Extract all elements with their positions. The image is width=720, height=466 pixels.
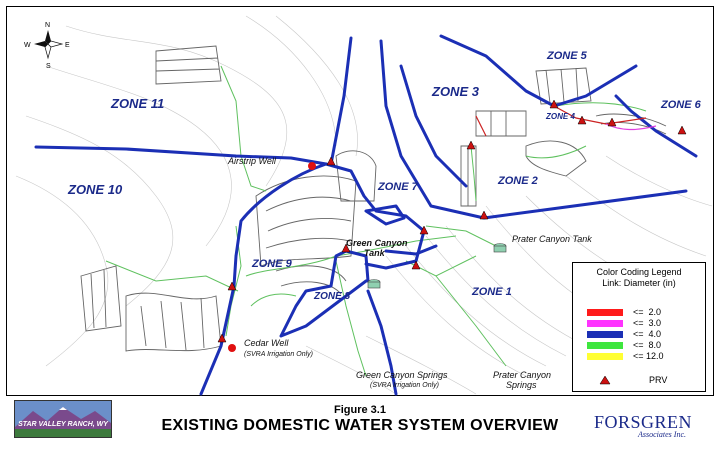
- airstrip-well-marker: [308, 162, 316, 170]
- prv-triangle: [326, 156, 336, 166]
- zone-label: ZONE 2: [497, 175, 538, 187]
- legend-subtitle: Link: Diameter (in): [602, 278, 676, 288]
- prater-canyon-springs-label: Springs: [506, 380, 537, 390]
- legend-swatch: [587, 342, 623, 349]
- legend-op: <=: [633, 340, 644, 350]
- color-coding-legend: Color Coding Legend Link: Diameter (in) …: [572, 262, 706, 392]
- mountain-logo-icon: [15, 401, 111, 437]
- company-subtitle: Associates Inc.: [638, 430, 686, 439]
- zone-label: ZONE 9: [251, 258, 293, 270]
- green-canyon-springs-label: Green Canyon Springs: [356, 370, 448, 380]
- prv-triangle: [466, 140, 476, 150]
- compass-w: W: [24, 42, 31, 49]
- legend-op: <=: [633, 307, 644, 317]
- zone-label: ZONE 5: [546, 50, 588, 62]
- prater-canyon-tank-icon: [493, 243, 507, 253]
- green-canyon-springs-note: (SVRA Irrigation Only): [370, 382, 439, 389]
- prv-markers: [217, 99, 687, 343]
- legend-op: <=: [633, 318, 644, 328]
- prv-triangle: [549, 99, 559, 109]
- zone-label: ZONE 4: [545, 112, 575, 121]
- legend-swatch: [587, 320, 623, 327]
- green-canyon-tank-label: Green Canyon: [346, 238, 408, 248]
- compass-n: N: [45, 22, 50, 29]
- green-canyon-tank-icon: [367, 279, 381, 289]
- legend-swatch: [587, 309, 623, 316]
- legend-value: 3.0: [648, 318, 662, 328]
- prv-triangle: [411, 260, 421, 270]
- legend-value: 2.0: [648, 307, 662, 317]
- legend-value: 12.0: [646, 351, 664, 361]
- prv-triangle: [677, 125, 687, 135]
- legend-prv-label: PRV: [649, 375, 668, 385]
- prater-canyon-tank-label: Prater Canyon Tank: [512, 234, 592, 244]
- company-name: FORSGREN: [594, 412, 693, 432]
- water-system-map: N S E W ZONE 11 ZONE 10 ZONE 3 ZONE 5 ZO…: [6, 6, 714, 396]
- compass-rose-icon: N S E W: [24, 22, 70, 70]
- logo-text: STAR VALLEY RANCH, WY: [18, 421, 108, 428]
- prv-triangle: [419, 225, 429, 235]
- zone-label: ZONE 6: [660, 99, 702, 111]
- airstrip-well-label: Airstrip Well: [227, 156, 277, 166]
- prv-triangle: [227, 281, 237, 291]
- legend-op: <=: [633, 351, 644, 361]
- main-lines-blue: [34, 34, 698, 396]
- zone-label: ZONE 7: [377, 181, 419, 193]
- distribution-lines-green: [105, 65, 647, 377]
- legend-swatch: [587, 353, 623, 360]
- cedar-well-note: (SVRA Irrigation Only): [244, 351, 313, 358]
- legend-value: 4.0: [648, 329, 662, 339]
- figure-number: Figure 3.1: [334, 404, 386, 416]
- forsgren-logo: FORSGREN Associates Inc.: [594, 412, 714, 439]
- zone-label: ZONE 10: [67, 182, 123, 197]
- legend-title: Color Coding Legend: [596, 267, 682, 277]
- star-valley-ranch-logo: STAR VALLEY RANCH, WY: [14, 400, 112, 438]
- prv-triangle: [479, 210, 489, 220]
- compass-s: S: [46, 63, 51, 70]
- zone-label: ZONE 8: [313, 291, 351, 302]
- zone-label: ZONE 11: [110, 96, 164, 111]
- legend-swatch: [587, 331, 623, 338]
- prv-triangle: [341, 243, 351, 253]
- prv-triangle: [217, 333, 227, 343]
- cedar-well-label: Cedar Well: [244, 338, 289, 348]
- prv-triangle: [607, 117, 617, 127]
- legend-value: 8.0: [648, 340, 662, 350]
- figure-title: EXISTING DOMESTIC WATER SYSTEM OVERVIEW: [161, 417, 559, 434]
- prv-triangle: [577, 115, 587, 125]
- zone-label: ZONE 3: [431, 84, 480, 99]
- legend-op: <=: [633, 329, 644, 339]
- prv-triangle-icon: [599, 375, 611, 385]
- compass-e: E: [65, 42, 70, 49]
- green-canyon-tank-label: Tank: [364, 248, 386, 258]
- cedar-well-marker: [228, 344, 236, 352]
- zone-label: ZONE 1: [471, 286, 512, 298]
- prater-canyon-springs-label: Prater Canyon: [493, 370, 551, 380]
